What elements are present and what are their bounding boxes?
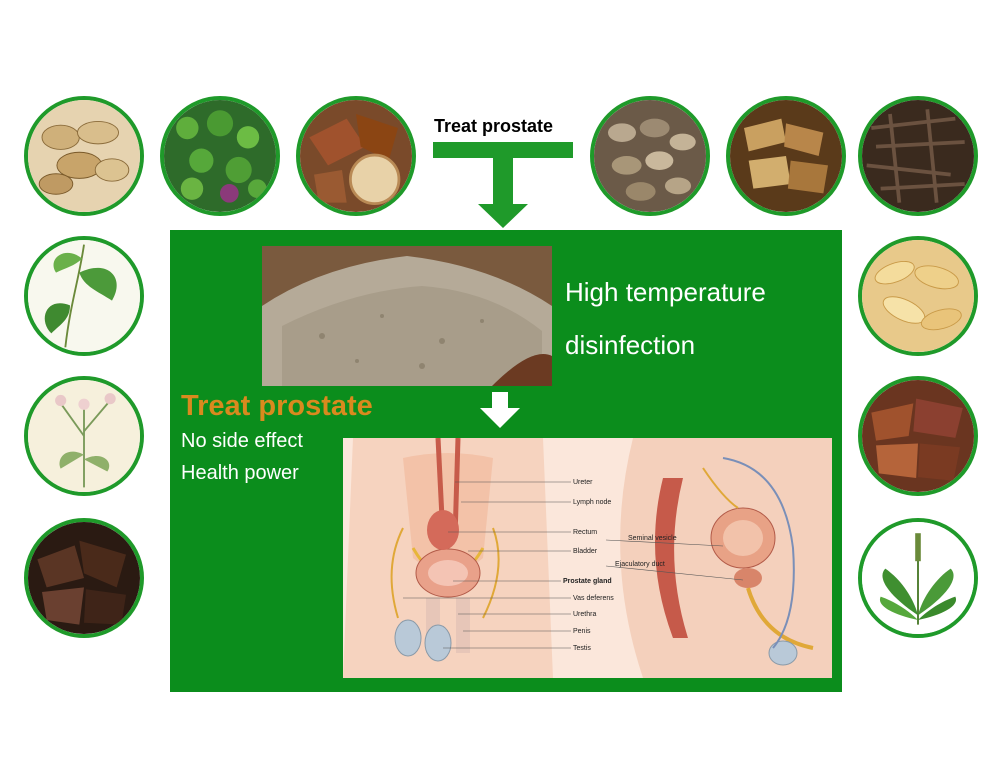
label-seminal-vesicle: Seminal vesicle (628, 535, 677, 542)
herb-bark-pieces-image (858, 376, 978, 496)
herb-flower-illustration (24, 376, 144, 496)
herb-vine-leaves-illustration (24, 236, 144, 356)
connector-bar (433, 142, 573, 158)
herb-seeds-image (590, 96, 710, 216)
label-urethra: Urethra (573, 611, 596, 618)
label-ejaculatory-duct: Ejaculatory duct (615, 561, 665, 568)
connector-stem (493, 158, 513, 206)
label-penis: Penis (573, 628, 591, 635)
label-ureter: Ureter (573, 479, 593, 486)
herb-dark-root-image (24, 518, 144, 638)
label-rectum: Rectum (573, 529, 597, 536)
herb-dried-root-pieces-image (296, 96, 416, 216)
header-title: Treat prostate (434, 116, 554, 136)
herb-plantain-illustration (858, 518, 978, 638)
process-text-line2: disinfection (565, 330, 696, 360)
down-arrow-white-icon (480, 392, 520, 428)
label-testis: Testis (573, 645, 591, 652)
herbal-powder-image (262, 246, 552, 386)
benefit-health-power: Health power (181, 462, 299, 484)
herb-sliced-root-image (24, 96, 144, 216)
herb-dried-slices-image (726, 96, 846, 216)
herb-green-leaves-image (160, 96, 280, 216)
process-text-line1: High temperature (565, 277, 766, 307)
benefit-no-side-effect: No side effect (181, 430, 303, 452)
herb-dried-stems-image (858, 96, 978, 216)
herb-licorice-slices-image (858, 236, 978, 356)
label-vas-deferens: Vas deferens (573, 595, 614, 602)
label-lymph-node: Lymph node (573, 499, 611, 506)
label-bladder: Bladder (573, 548, 598, 555)
prostate-anatomy-diagram: Ureter Lymph node Rectum Bladder Prostat… (343, 438, 832, 678)
benefits-title: Treat prostate (181, 390, 373, 422)
down-arrow-icon (478, 204, 528, 228)
label-prostate-gland: Prostate gland (563, 578, 612, 585)
